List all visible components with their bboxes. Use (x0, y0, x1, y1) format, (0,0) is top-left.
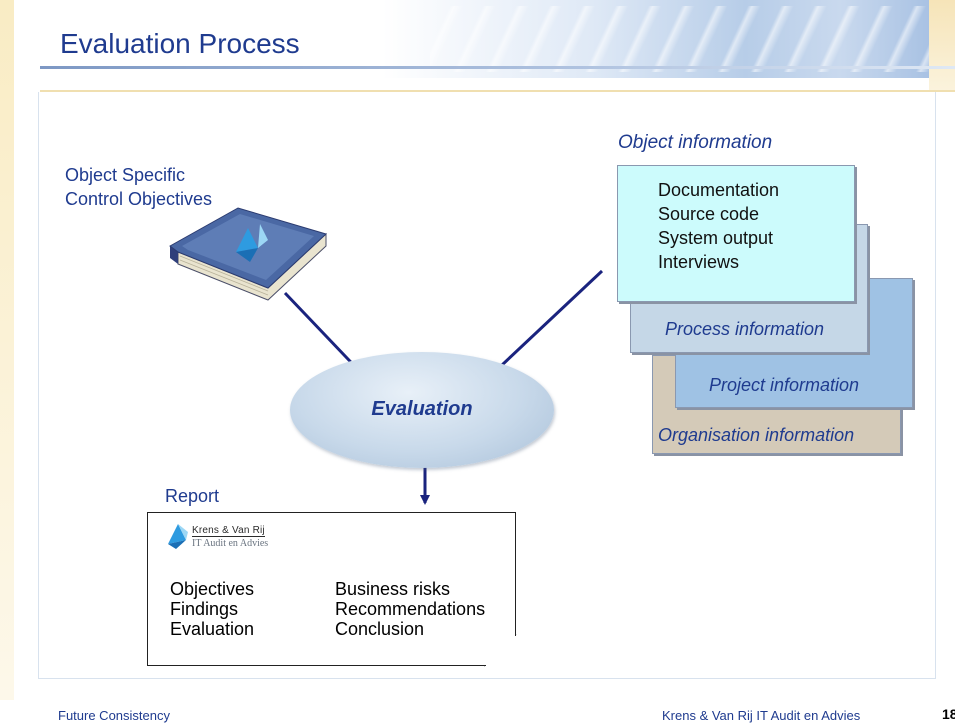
report-edge (515, 513, 516, 636)
organisation-information-label: Organisation information (658, 425, 855, 445)
list-item: System output (658, 228, 774, 248)
control-objectives-label-line1: Object Specific (65, 165, 186, 185)
process-information-label: Process information (665, 319, 825, 339)
report-brand: Krens & Van Rij (192, 525, 265, 537)
list-item: Documentation (658, 180, 780, 200)
title-rule (40, 66, 955, 69)
control-objectives-label-line2: Control Objectives (65, 189, 213, 209)
report-heading: Report (165, 486, 220, 506)
list-item: Objectives (170, 579, 255, 599)
gold-rule (40, 90, 955, 92)
header-decoration (430, 6, 955, 72)
report-left-list: Objectives Findings Evaluation (170, 579, 254, 639)
project-information-label: Project information (709, 375, 860, 395)
list-item: Findings (170, 599, 239, 619)
list-item: Recommendations (335, 599, 486, 619)
list-item: Source code (658, 204, 760, 224)
list-item: Business risks (335, 579, 451, 599)
evaluation-ellipse: Evaluation (290, 352, 554, 468)
page-title: Evaluation Process (60, 28, 300, 59)
header-accent (929, 0, 955, 92)
documents-list: Documentation Source code System output … (658, 178, 779, 274)
left-stripe (0, 0, 14, 700)
krens-logo-icon (168, 524, 188, 549)
list-item: Conclusion (335, 619, 425, 639)
object-information-heading: Object information (618, 132, 773, 153)
report-document: Krens & Van Rij IT Audit en Advies Objec… (147, 512, 516, 666)
documents-card: Documentation Source code System output … (617, 165, 855, 302)
footer-left-text: Future Consistency (58, 708, 170, 723)
page-number: 18 (942, 706, 955, 722)
report-edge (148, 665, 486, 666)
list-item: Interviews (658, 252, 740, 272)
report-brand-subtitle: IT Audit en Advies (192, 538, 269, 549)
footer-right-text: Krens & Van Rij IT Audit en Advies (662, 708, 861, 723)
list-item: Evaluation (170, 619, 255, 639)
evaluation-label: Evaluation (371, 398, 473, 420)
report-right-list: Business risks Recommendations Conclusio… (335, 579, 485, 639)
